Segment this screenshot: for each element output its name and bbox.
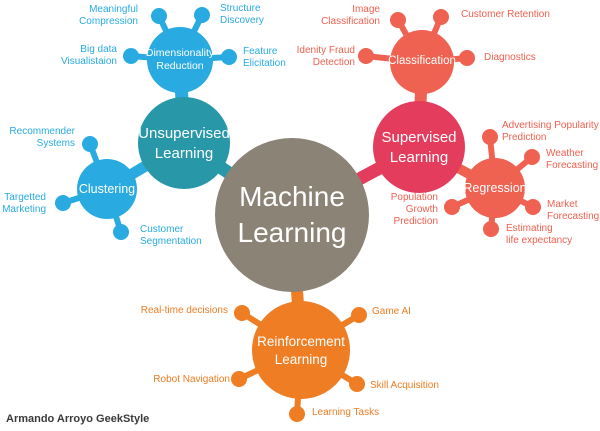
dot-skill-acquisition — [349, 376, 365, 392]
dimensionality-reduction-label: Dimensionality Reduction — [145, 47, 215, 73]
dot-recommender-systems — [82, 136, 98, 152]
node-regression — [465, 158, 525, 218]
dot-robot-navigation — [231, 371, 247, 387]
feature-elicitation-label: Feature Elicitation — [243, 46, 286, 69]
unsupervised-learning-label: Unsupervised Learning — [138, 125, 230, 162]
real-time-decisions-label: Real-time decisions — [140, 305, 228, 316]
dot-learning-tasks — [289, 406, 305, 422]
dot-feature-elicitation — [221, 49, 237, 65]
dot-weather-forecasting — [524, 149, 540, 165]
dot-customer-retention — [433, 9, 449, 25]
learning-tasks-label: Learning Tasks — [312, 407, 380, 418]
dot-advertising-popularity — [482, 129, 498, 145]
dot-meaningful-compression — [151, 8, 167, 24]
dot-market-forecasting — [525, 199, 541, 215]
dot-structure-discovery — [194, 7, 210, 23]
node-machine-learning — [215, 138, 369, 292]
node-reinforcement-learning — [252, 301, 350, 399]
robot-navigation-label: Robot Navigation — [153, 374, 230, 385]
meaningful-compression-label: Meaningful Compression — [79, 4, 138, 27]
node-supervised-learning — [373, 101, 465, 193]
dot-customer-segmentation — [113, 224, 129, 240]
recommender-systems-label: Recommender Systems — [9, 126, 75, 149]
idenity-fraud-detection-label: Idenity Fraud Detection — [296, 45, 355, 68]
dot-targetted-marketing — [55, 195, 71, 211]
dot-population-growth — [444, 199, 460, 215]
dot-diagnostics — [459, 50, 475, 66]
diagnostics-label: Diagnostics — [484, 52, 536, 63]
classification-label: Classification — [388, 55, 456, 67]
node-classification — [390, 30, 454, 94]
regression-label: Regression — [463, 181, 527, 195]
clustering-label: Clustering — [78, 182, 136, 196]
estimating-life-expectancy-label: Estimating life expectancy — [506, 223, 573, 246]
dot-real-time-decisions — [234, 305, 250, 321]
dot-estimating-life-expectancy — [483, 221, 499, 237]
skill-acquisition-label: Skill Acquisition — [370, 380, 439, 391]
image-classification-label: Image Classification — [321, 4, 380, 27]
dot-big-data-visualistaion — [123, 48, 139, 64]
game-ai-label: Game AI — [372, 306, 411, 317]
weather-forecasting-label: Weather Forecasting — [546, 148, 599, 171]
advertising-popularity-label: Advertising Popularity Prediction — [502, 120, 599, 143]
market-forecasting-label: Market Forecasting — [547, 199, 600, 222]
dot-idenity-fraud-detection — [358, 48, 374, 64]
reinforcement-learning-label: Reinforcement Learning — [257, 334, 345, 367]
node-unsupervised-learning — [138, 97, 230, 189]
targetted-marketing-label: Targetted Marketing — [2, 192, 46, 215]
machine-learning-label: Machine Learning — [237, 181, 347, 249]
customer-segmentation-label: Customer Segmentation — [140, 224, 202, 247]
supervised-learning-label: Supervised Learning — [381, 129, 457, 166]
dot-image-classification — [390, 12, 406, 28]
big-data-visualistaion-label: Big data Visualistaion — [61, 44, 117, 67]
population-growth-label: Population Growth Prediction — [390, 192, 438, 227]
customer-retention-label: Customer Retention — [461, 9, 550, 20]
dot-game-ai — [351, 307, 367, 323]
structure-discovery-label: Structure Discovery — [220, 3, 264, 26]
node-circles — [77, 27, 525, 399]
node-dimensionality-reduction — [147, 27, 213, 93]
node-clustering — [77, 159, 137, 219]
satellite-dots — [55, 7, 541, 422]
attribution-text: Armando Arroyo GeekStyle — [6, 413, 150, 425]
